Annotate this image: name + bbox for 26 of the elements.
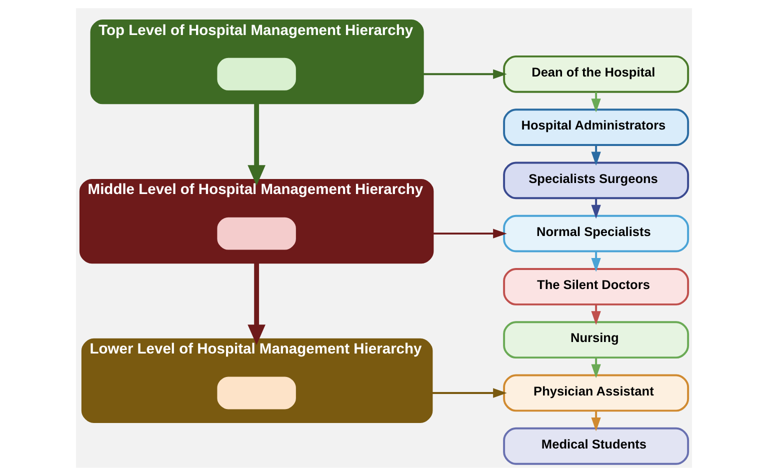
arrow bbox=[433, 228, 507, 238]
node-box: Specialists Surgeons bbox=[503, 162, 690, 200]
arrow bbox=[248, 104, 266, 186]
cluster: Middle Level of Hospital Management Hierarchy bbox=[79, 178, 434, 264]
node-box bbox=[217, 58, 296, 90]
node-box: Normal Specialists bbox=[503, 214, 690, 252]
arrow bbox=[591, 304, 601, 325]
arrow bbox=[591, 358, 601, 378]
node-box: Physician Assistant bbox=[503, 374, 690, 412]
arrow bbox=[591, 410, 601, 432]
arrow bbox=[591, 145, 601, 166]
node-box: The Silent Doctors bbox=[503, 268, 690, 306]
cluster: Top Level of Hospital Management Hierarchy bbox=[90, 20, 424, 104]
cluster: Lower Level of Hospital Management Hierarchy bbox=[81, 338, 433, 423]
arrow bbox=[591, 252, 601, 272]
node-box bbox=[217, 376, 296, 410]
node-box: Dean of the Hospital bbox=[503, 55, 690, 93]
node-box: Medical Students bbox=[503, 427, 690, 465]
arrow bbox=[591, 198, 601, 219]
node-box: Nursing bbox=[503, 321, 690, 359]
node-box bbox=[217, 217, 296, 250]
arrow bbox=[248, 263, 266, 345]
arrow bbox=[423, 69, 507, 79]
node-box: Hospital Administrators bbox=[503, 108, 690, 146]
arrow bbox=[591, 92, 601, 112]
arrow bbox=[432, 388, 507, 398]
